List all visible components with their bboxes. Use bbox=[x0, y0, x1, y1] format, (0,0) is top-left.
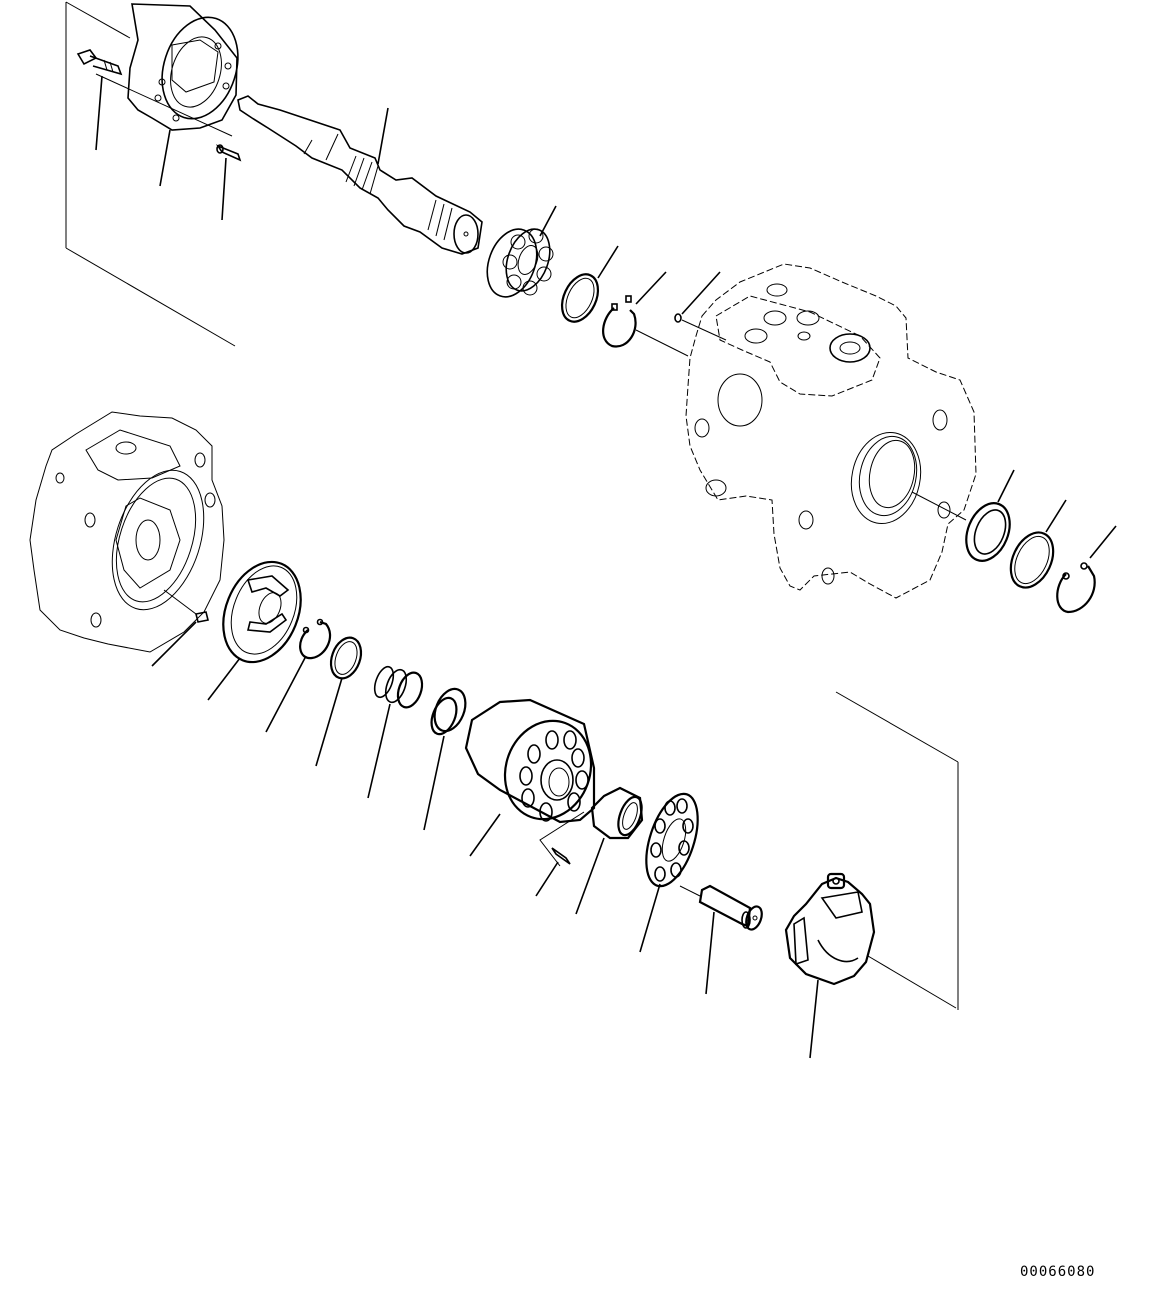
spacer-ring-part bbox=[560, 273, 600, 323]
lower-bracket-frame bbox=[835, 691, 959, 1010]
retaining-ring-right-part bbox=[1009, 531, 1055, 589]
snap-ring-lower-part bbox=[299, 618, 332, 660]
snap-ring-right-part bbox=[1056, 562, 1096, 614]
upper-bracket-frame bbox=[65, 1, 236, 347]
drive-shaft-part bbox=[237, 95, 483, 255]
ball-bearing-part bbox=[486, 228, 554, 298]
cylinder-block-part bbox=[464, 698, 596, 867]
swash-plate-part bbox=[784, 872, 957, 1009]
dowel-pin-part bbox=[215, 144, 242, 162]
servo-piston-part bbox=[698, 884, 763, 931]
bolt-part bbox=[76, 49, 233, 137]
leader-lines bbox=[95, 75, 1117, 1059]
pin-lower-part bbox=[163, 589, 209, 623]
drawing-id-label: 00066080 bbox=[1020, 1264, 1096, 1280]
valve-plate-part bbox=[222, 560, 302, 664]
washer-part bbox=[329, 636, 363, 680]
valve-body-housing-part bbox=[29, 411, 225, 653]
retainer-plate-part bbox=[645, 792, 701, 897]
spring-part bbox=[373, 665, 424, 709]
small-pin-part bbox=[551, 847, 571, 865]
seat-part bbox=[430, 687, 467, 736]
snap-ring-upper-part bbox=[602, 295, 689, 357]
oil-seal-part bbox=[965, 502, 1011, 562]
spherical-bushing-part bbox=[590, 786, 644, 840]
pump-housing-part bbox=[685, 263, 977, 599]
o-ring-small-part bbox=[674, 313, 727, 341]
end-cover-part bbox=[127, 3, 239, 131]
